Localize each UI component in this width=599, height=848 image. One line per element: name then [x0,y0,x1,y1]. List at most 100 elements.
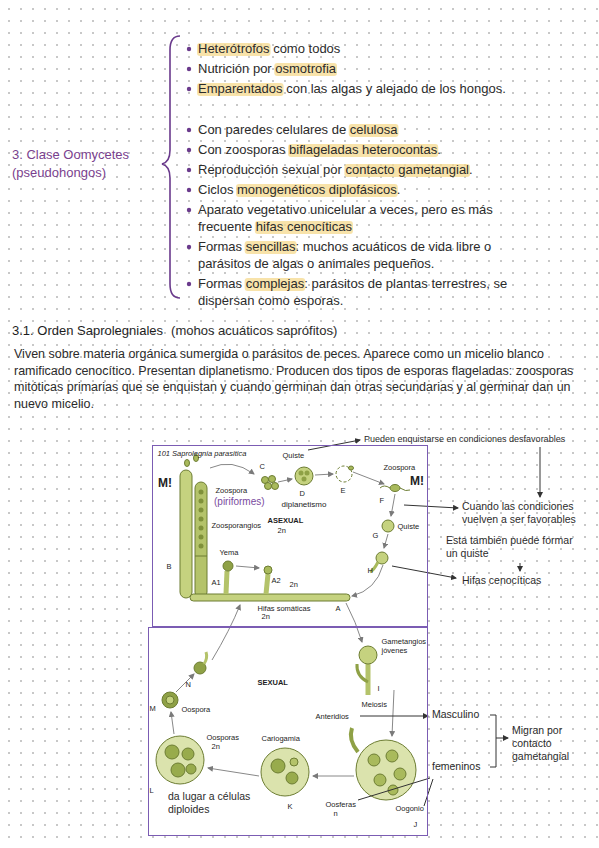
figure-label: 2n [278,526,286,535]
figure-label: L [150,786,154,795]
class-bracket [162,36,180,298]
bullet-dot [187,188,191,192]
sexual-stages [261,748,309,796]
cycle-arrows [176,674,194,692]
cycle-arrows [353,472,384,484]
figure-label: Quiste [283,451,305,460]
figure-label: diplanetismo [282,500,327,509]
note-arrows [360,716,428,717]
cyst-stages [262,466,411,572]
figure-label: n [334,809,338,818]
sexual-stages [171,763,185,777]
cyst-stages [382,520,394,532]
figure-label: A2 [272,576,281,585]
sexual-stages [394,768,406,780]
sexual-stages [204,652,207,664]
zoosporangia [199,508,204,513]
somatic-hyphae [266,574,268,594]
figure-label: Yema [220,548,239,557]
figure-label: Oosporas [207,733,240,742]
bullet-dot [187,208,191,212]
figure-label: Hifas somáticas [258,604,311,613]
annotation: Masculino [432,708,479,721]
cyst-stages [349,466,354,470]
cycle-arrows [392,690,394,736]
cycle-arrows [210,464,254,474]
annotation: (piriformes) [214,496,265,508]
figure-ground [152,445,428,627]
bullet-note: Reproducción sexual por contacto gametan… [198,161,528,178]
sexual-stages [374,774,386,786]
figure-label: Oospora [182,705,211,714]
sexual-stages [286,772,298,784]
zoosporangia [195,556,207,557]
sexual-stages [156,646,416,800]
zoosporangia [199,517,204,522]
bullet-dot [187,245,191,249]
somatic-hyphae [190,594,350,601]
annotation: Hifas cenocíticas [462,574,541,587]
zoosporangia [199,544,204,549]
figure-label: Anteridios [316,712,349,721]
cyst-stages [380,486,390,488]
mitosis-mark: M! [158,476,172,490]
zoosporangia [199,535,204,540]
note-arrows [520,563,521,571]
sexual-stages [162,692,178,708]
sexual-stages [271,759,285,773]
figure-ground [148,627,428,836]
figure-label: F [380,496,385,505]
cycle-arrows [212,605,240,660]
zoosporangia [185,460,190,467]
cycle-arrows [391,494,395,516]
paragraph-note: Viven sobre materia orgánica sumergida o… [14,346,592,412]
cyst-stages [400,488,410,491]
class-title: 3. Clase Oomycetes (pseudohongos) [12,146,152,182]
figure-label: B [167,562,172,571]
zoosporangia [199,490,204,495]
class-bracket [162,36,180,298]
annotation: da lugar a células diploides [168,790,260,816]
sexual-stages [166,696,174,704]
figure-label: Meiosis [362,700,387,709]
note-arrows [424,779,433,806]
cyst-stages [305,471,310,476]
sexual-stages [156,736,204,784]
cycle-arrows [236,566,259,568]
asexual-cycle-frame: 101 Saprolegnia parasiticaCQuisteDEZoosp… [152,445,428,627]
cycle-arrows [278,479,292,482]
cyst-stages [390,485,400,492]
bullet-note: Con zoosporas biflageladas heterocontas. [198,141,528,158]
bullet-note: Formas sencillas: muchos acuáticos de vi… [198,238,528,272]
sexual-stages [182,748,194,760]
figure-label: I [378,684,380,693]
figure-label: C [260,462,265,471]
bullet-note: Emparentados con las algas y alejado de … [198,80,528,97]
bullet-dot [187,148,191,152]
figure-label: 2n [212,742,220,751]
sexual-stages [357,664,368,682]
sexual-stages [290,758,298,766]
bullet-note: Con paredes celulares de celulosa [198,121,528,138]
cyst-stages [295,467,313,485]
zoosporangia [180,455,207,599]
cycle-arrows [171,712,174,734]
cyst-stages [302,477,307,482]
section-heading: 3.1. Orden Saprolegniales [12,322,163,339]
figure-label: N [186,680,191,689]
figure-label: E [341,486,346,495]
bullet-note: Nutrición por osmotrofia [198,60,528,77]
figure-label: ASEXUAL [268,516,304,525]
note-arrows [308,440,540,806]
figure-label: M [150,704,156,713]
figure-label: Zoosporangios [212,521,262,530]
figure-label: G [373,531,379,540]
somatic-hyphae [264,566,272,574]
cycle-arrows [384,534,388,548]
note-arrows [404,505,458,508]
note-arrows [358,778,430,800]
annotation: Migran por contacto gametangial [512,724,594,763]
cycle-arrows [346,603,362,642]
figure-label: Gametangios jóvenes [382,637,426,655]
bullet-note: Ciclos monogenéticos diplofásicos. [198,181,528,198]
